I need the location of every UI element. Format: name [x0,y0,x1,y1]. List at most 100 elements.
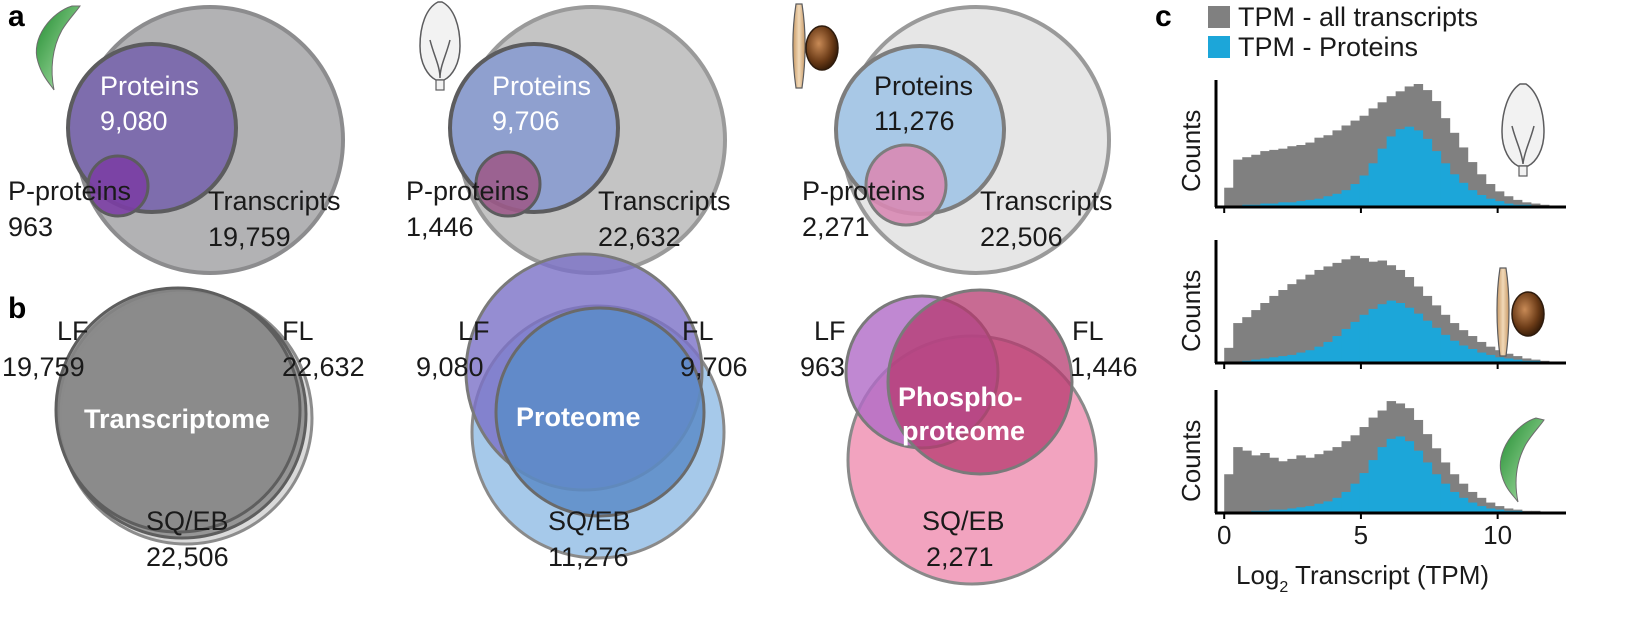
bar-proteins [1503,510,1514,512]
bar-all-transcripts [1242,317,1252,362]
bar-proteins [1467,349,1478,362]
bar-proteins [1341,328,1351,362]
histogram-flower [1214,80,1566,213]
bar-all-transcripts [1494,191,1505,206]
bar-proteins [1368,308,1378,362]
bar-all-transcripts [1368,108,1378,206]
transcripts-value: 19,759 [208,222,291,252]
bar-proteins [1350,321,1360,362]
bar-all-transcripts [1359,427,1369,512]
xlabel-subscript: 2 [1279,579,1288,596]
bar-all-transcripts [1224,474,1234,512]
bar-proteins [1350,483,1360,512]
transcriptome-label: Transcriptome [84,404,270,434]
bar-all-transcripts [1485,346,1496,362]
bar-proteins [1413,450,1424,512]
bar-all-transcripts [1278,290,1288,362]
bar-proteins [1377,304,1388,362]
bar-all-transcripts [1251,455,1261,512]
bar-proteins [1260,358,1270,362]
bar-all-transcripts [1314,454,1324,512]
transcripts-value: 22,632 [598,222,681,252]
bar-all-transcripts [1503,353,1514,362]
xlabel-rest: Transcript (TPM) [1288,560,1489,590]
proteins-value: 9,080 [100,106,168,136]
bar-all-transcripts [1540,360,1550,362]
bar-all-transcripts [1278,148,1288,206]
bar-proteins [1431,474,1442,512]
bar-proteins [1404,126,1415,206]
bar-proteins [1287,508,1297,512]
bar-proteins [1413,313,1424,362]
legend-label-all: TPM - all transcripts [1238,2,1478,32]
bar-all-transcripts [1476,174,1487,206]
bar-all-transcripts [1287,146,1297,206]
bar-all-transcripts [1531,510,1541,512]
bar-proteins [1278,356,1288,362]
pproteins-label: P-proteins [8,176,131,206]
lf-value: 9,080 [416,352,484,382]
bar-proteins [1269,509,1279,512]
bar-all-transcripts [1233,323,1243,362]
bar-proteins [1269,203,1279,206]
histogram-leaf [1214,390,1566,519]
proteins-label: Proteins [492,71,591,101]
xlabel-main: Log [1236,560,1279,590]
bar-proteins [1251,204,1261,206]
bar-proteins [1305,506,1315,512]
bar-proteins [1404,307,1415,362]
bar-all-transcripts [1341,125,1351,206]
xtick-label-0: 0 [1217,520,1231,550]
bar-proteins [1521,360,1532,362]
bar-proteins [1467,190,1478,206]
bar-proteins [1440,163,1451,206]
bar-proteins [1413,130,1424,206]
flower-icon [419,1,461,91]
bar-all-transcripts [1233,159,1243,206]
bar-proteins [1314,198,1324,206]
bar-proteins [1395,303,1406,362]
bar-all-transcripts [1458,147,1469,206]
bar-all-transcripts [1251,154,1261,206]
bar-proteins [1431,151,1442,206]
bar-proteins [1512,359,1523,362]
panel-label-c: c [1155,0,1172,33]
phosphoproteome-label-line1: Phospho- [898,382,1022,412]
bar-proteins [1359,175,1369,206]
leaf-icon [35,5,81,91]
bar-all-transcripts [1323,266,1333,362]
bar-all-transcripts [1485,502,1496,512]
pproteins-circle [474,150,542,218]
bar-proteins [1377,148,1388,206]
pproteins-value: 1,446 [406,212,474,242]
bar-all-transcripts [1314,137,1324,206]
transcripts-label: Transcripts [598,186,731,216]
pproteins-label: P-proteins [406,176,529,206]
flower-icon [1501,83,1545,177]
bar-proteins [1422,320,1433,362]
bar-all-transcripts [1341,259,1351,362]
bar-proteins [1332,193,1342,206]
sq-eb-value: 22,506 [146,542,229,572]
bar-all-transcripts [1224,347,1234,362]
transcripts-value: 22,506 [980,222,1063,252]
bar-proteins [1296,201,1306,206]
bar-all-transcripts [1287,284,1297,362]
bar-all-transcripts [1512,356,1523,362]
seed-icon [792,3,839,89]
bar-proteins [1242,360,1252,362]
sq-eb-value: 2,271 [926,542,994,572]
bar-all-transcripts [1467,491,1478,512]
sq-eb-label: SQ/EB [548,506,631,536]
bar-proteins [1278,202,1288,206]
venn-b-proteome: LF 9,080 FL 9,706 SQ/EB 11,276 Proteome [416,252,748,572]
bar-all-transcripts [1359,258,1369,362]
bar-proteins [1395,436,1406,512]
bar-all-transcripts [1521,358,1532,362]
histogram-seed [1214,240,1566,369]
bar-all-transcripts [1296,455,1306,512]
bar-proteins [1359,314,1369,362]
legend-swatch-all [1208,6,1230,28]
phosphoproteome-label-line2: proteome [902,416,1025,446]
bar-all-transcripts [1314,269,1324,362]
